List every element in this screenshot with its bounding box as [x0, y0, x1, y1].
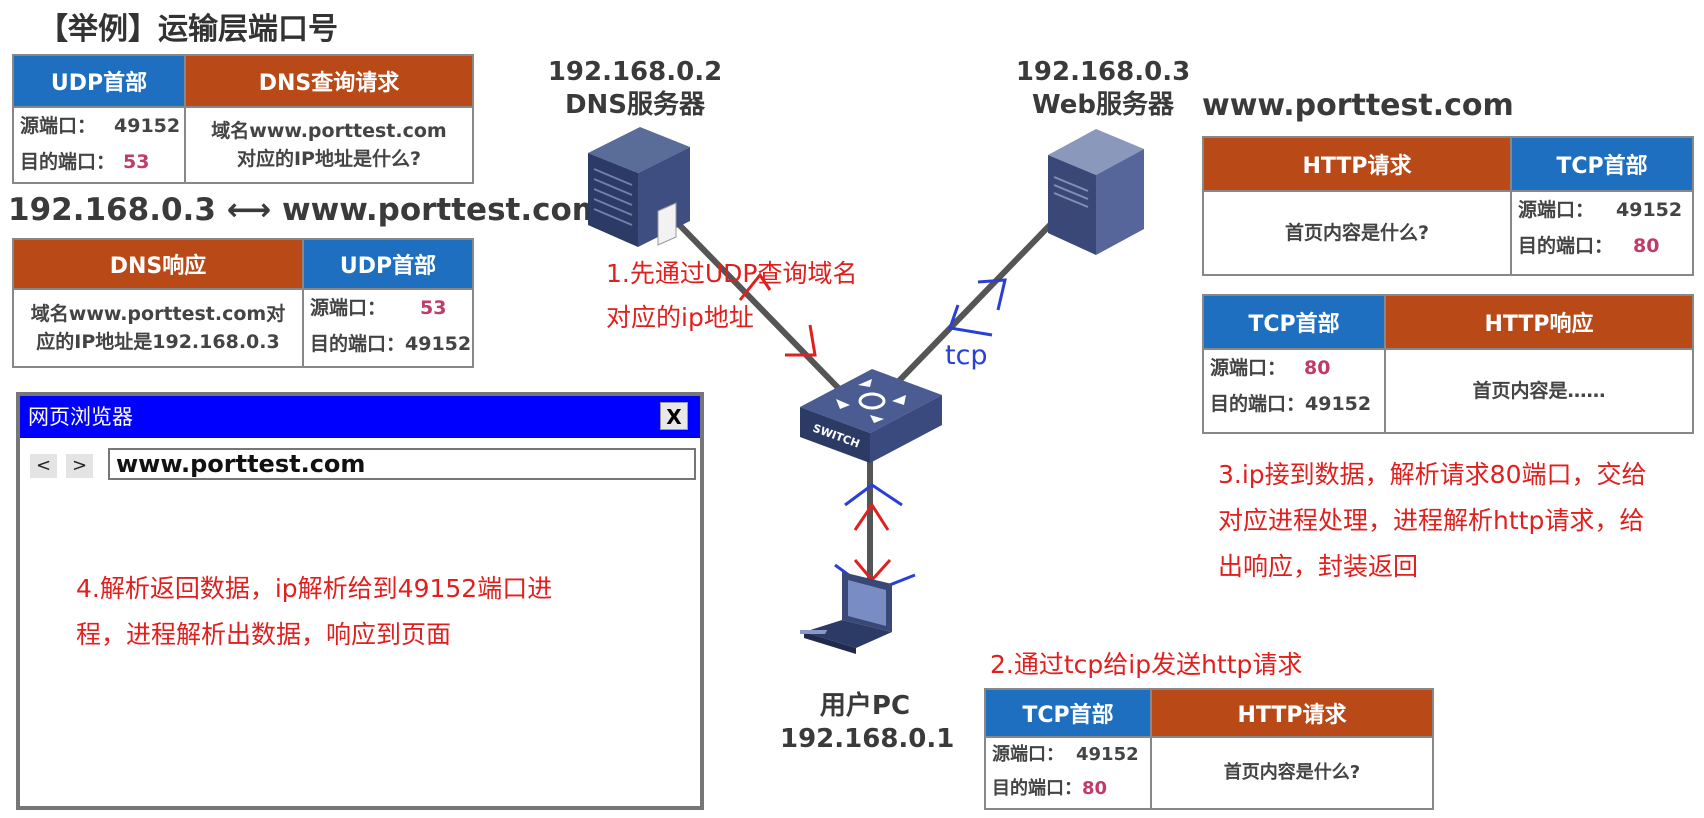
red-arrow-mark — [738, 272, 772, 301]
user-pc-label: 用户PC 192.168.0.1 — [780, 691, 955, 754]
dns-query-header-cell: DNS查询请求 — [184, 54, 474, 108]
dst-port-row: 目的端口：49152 — [310, 333, 472, 355]
src-port-row: 源端口：53 — [310, 297, 447, 319]
tcp-header-cell: TCP首部 — [984, 688, 1152, 738]
web-domain-label: www.porttest.com — [1202, 88, 1514, 123]
switch-icon: SWITCH — [800, 369, 942, 463]
dst-port-row: 目的端口：53 — [20, 151, 150, 173]
tcp-ports-cell: 源端口：49152 目的端口：80 — [984, 736, 1152, 810]
annotation-step2: 2.通过tcp给ip发送http请求 — [990, 650, 1303, 679]
udp-header-cell: UDP首部 — [12, 54, 186, 108]
http-request-header-cell: HTTP请求 — [1202, 136, 1512, 192]
annotation-step4: 4.解析返回数据，ip解析给到49152端口进 程，进程解析出数据，响应到页面 — [76, 574, 553, 649]
forward-button[interactable]: > — [66, 454, 93, 478]
browser-window: 网页浏览器 X < > www.porttest.com 4.解析返回数据，ip… — [16, 392, 704, 810]
blue-arrow-mark — [844, 483, 903, 507]
udp-ports-cell: 源端口：49152 目的端口：53 — [12, 106, 186, 184]
http-response-header-cell: HTTP响应 — [1384, 294, 1694, 350]
laptop-icon — [800, 572, 892, 654]
src-port-row: 源端口：49152 — [992, 744, 1139, 765]
web-server-icon — [1048, 129, 1144, 255]
web-server-label: 192.168.0.3 Web服务器 — [1015, 57, 1191, 120]
dns-query-body: 域名www.porttest.com 对应的IP地址是什么? — [184, 106, 474, 184]
dns-response-header-cell: DNS响应 — [12, 238, 304, 290]
http-response-body: 首页内容是…… — [1384, 348, 1694, 434]
tcp-header-cell: TCP首部 — [1510, 136, 1694, 192]
blue-arrow-mark — [947, 304, 993, 337]
annotation-step3: 3.ip接到数据，解析请求80端口，交给 对应进程处理，进程解析http请求，给… — [1218, 460, 1647, 581]
tcp-ports-cell: 源端口：49152 目的端口：80 — [1510, 190, 1694, 276]
dst-port-row: 目的端口：80 — [992, 778, 1108, 799]
http-request-body: 首页内容是什么? — [1150, 736, 1434, 810]
http-request-body: 首页内容是什么? — [1202, 190, 1512, 276]
src-port-row: 源端口：49152 — [1518, 199, 1683, 221]
dns-server-label: 192.168.0.2 DNS服务器 — [547, 57, 723, 120]
red-arrow-mark — [785, 324, 817, 357]
red-arrow-mark — [853, 502, 890, 531]
dns-response-body: 域名www.porttest.com对 应的IP地址是192.168.0.3 — [12, 288, 304, 368]
dns-server-icon — [588, 127, 690, 247]
link-web-switch — [892, 222, 1053, 388]
link-dns-switch — [657, 202, 853, 403]
dst-port-row: 目的端口：49152 — [1210, 393, 1372, 415]
src-port-row: 源端口：49152 — [20, 115, 181, 137]
browser-titlebar: 网页浏览器 X — [20, 396, 700, 438]
blue-arrow-mark — [977, 278, 1007, 311]
tcp-ports-cell: 源端口：80 目的端口：49152 — [1202, 348, 1386, 434]
close-button[interactable]: X — [660, 402, 688, 430]
ip-domain-mapping: 192.168.0.3 ⟷ www.porttest.com — [8, 192, 605, 228]
udp-ports-cell: 源端口：53 目的端口：49152 — [302, 288, 474, 368]
udp-header-cell: UDP首部 — [302, 238, 474, 290]
src-port-row: 源端口：80 — [1210, 357, 1331, 379]
http-request-header-cell: HTTP请求 — [1150, 688, 1434, 738]
annotation-tcp: tcp — [945, 340, 988, 371]
page-title: 【举例】运输层端口号 — [38, 12, 338, 47]
annotation-step1: 1.先通过UDP查询域名 对应的ip地址 — [606, 259, 858, 332]
browser-title: 网页浏览器 — [28, 405, 133, 429]
address-bar[interactable]: www.porttest.com — [108, 448, 696, 480]
dst-port-row: 目的端口：80 — [1518, 235, 1660, 257]
tcp-header-cell: TCP首部 — [1202, 294, 1386, 350]
back-button[interactable]: < — [30, 454, 57, 478]
